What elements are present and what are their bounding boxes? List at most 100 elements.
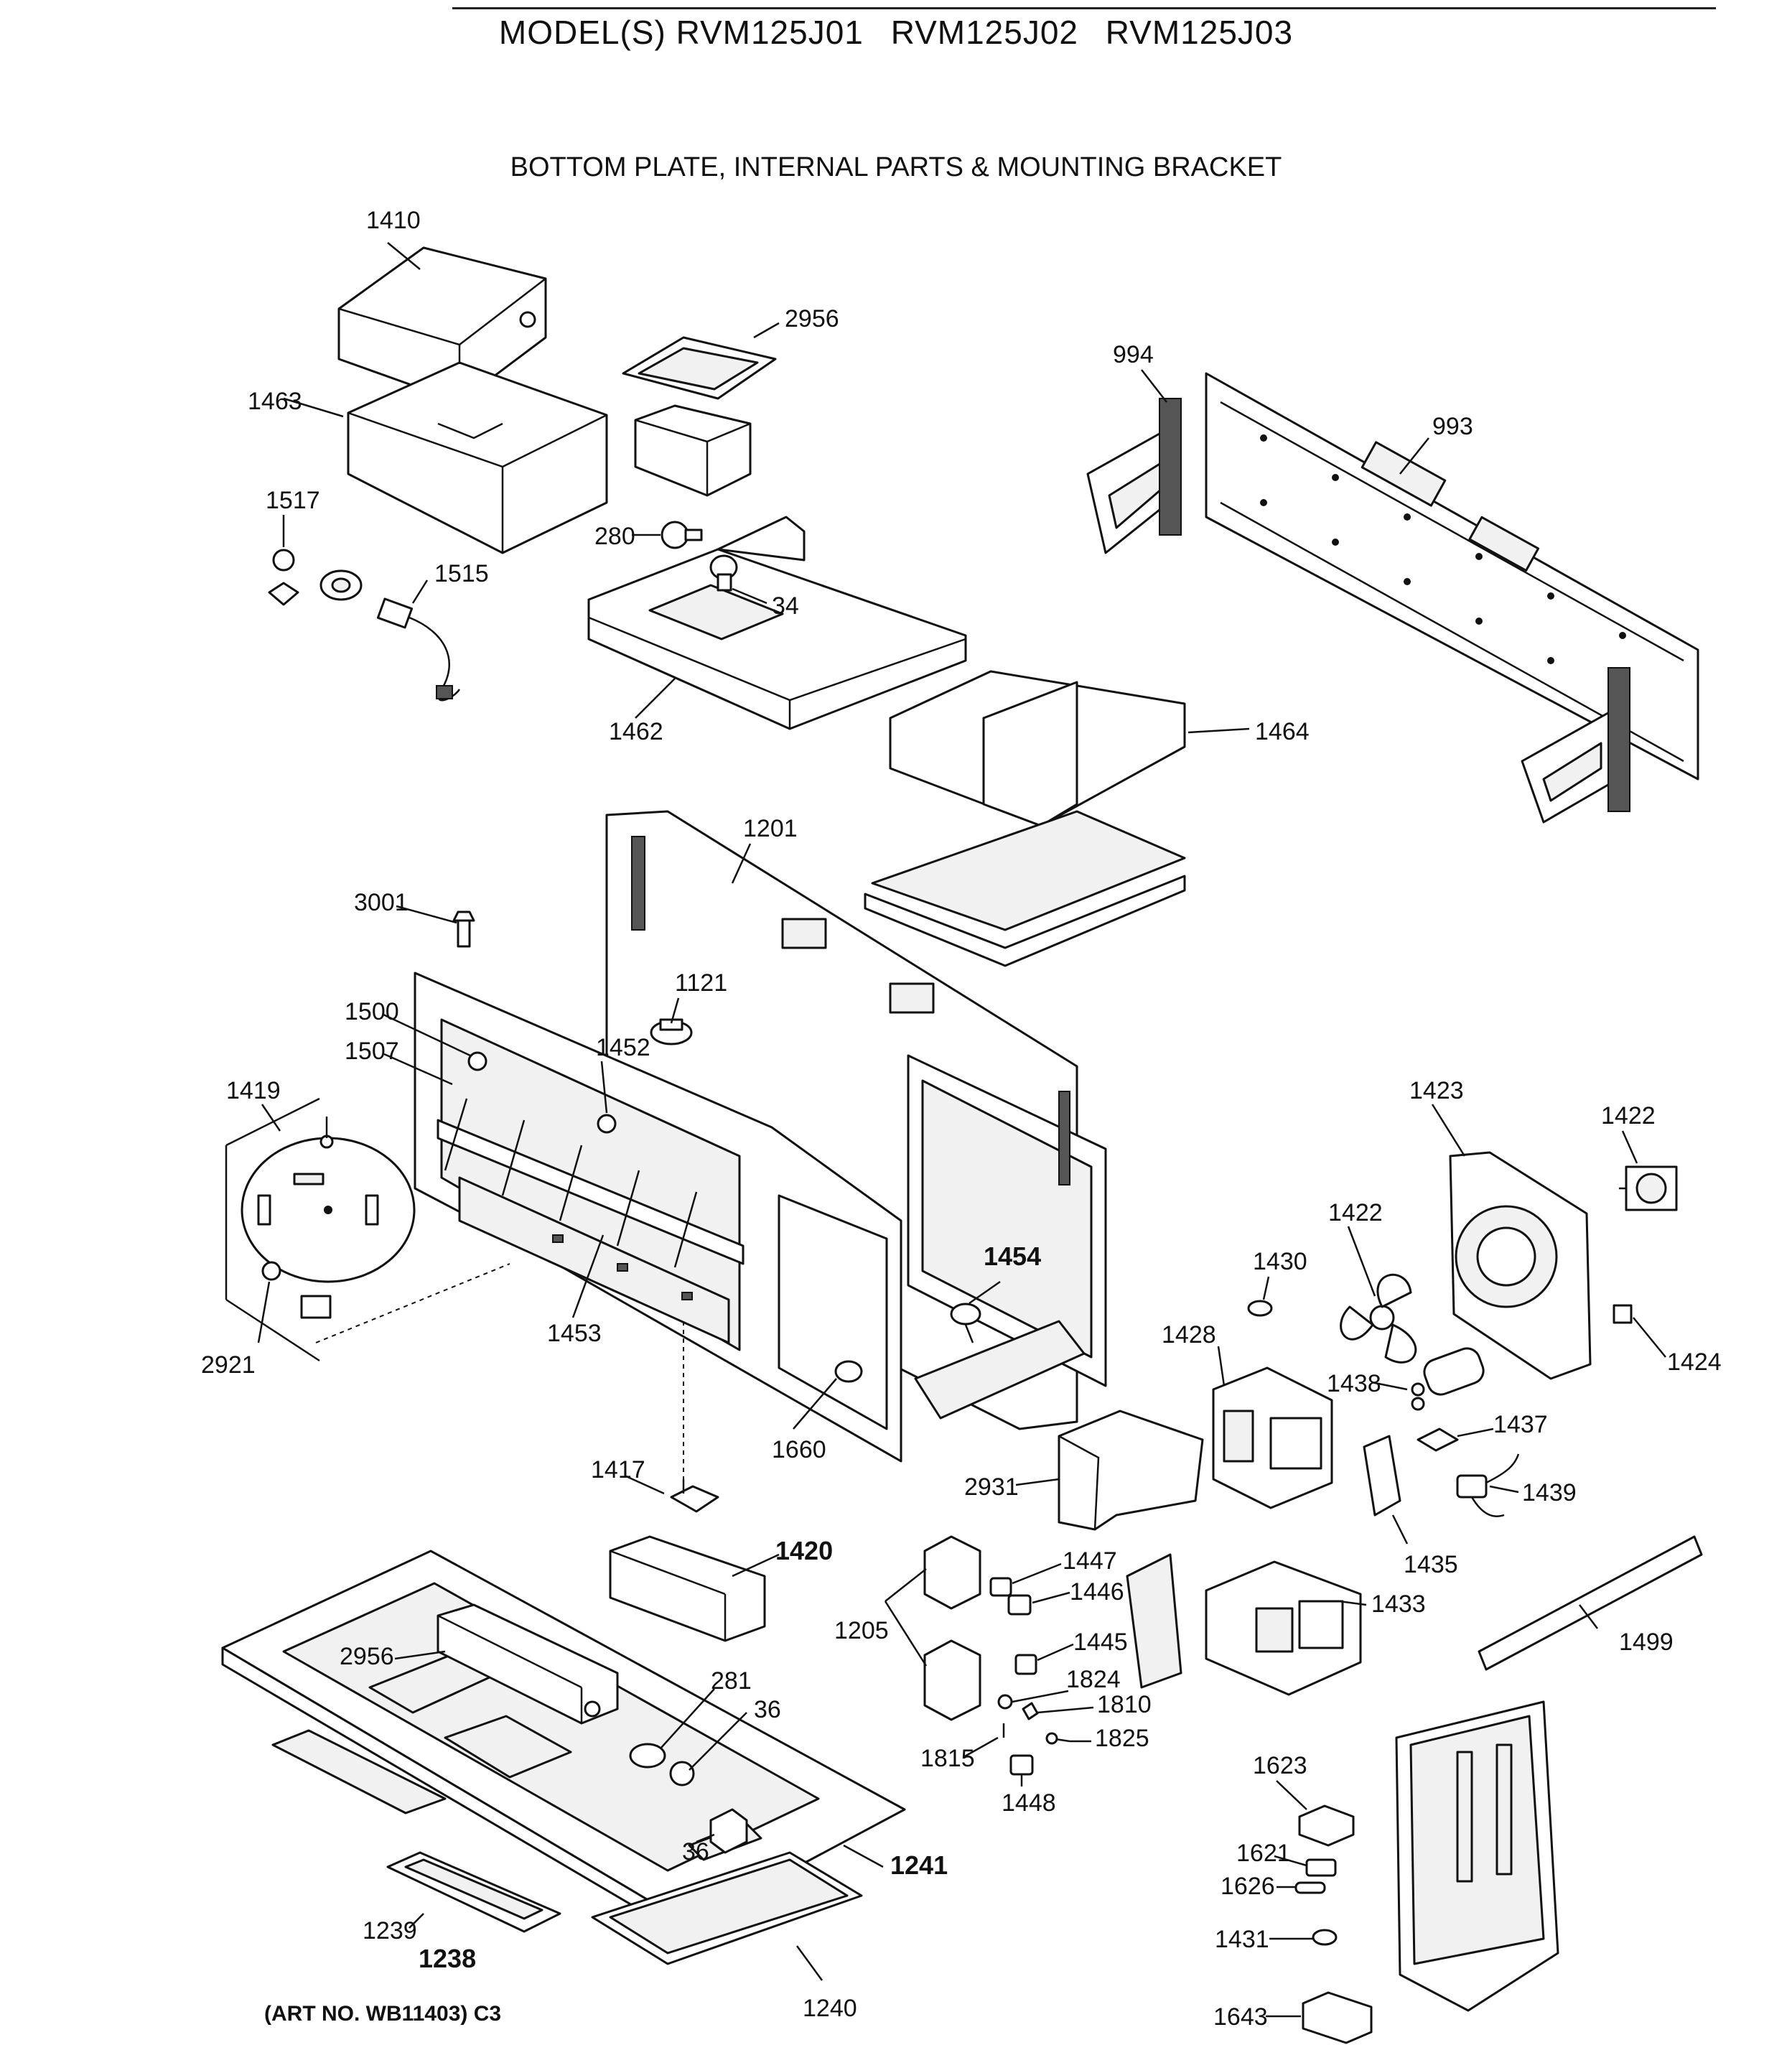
part-1431-connector bbox=[1312, 1929, 1338, 1946]
label-281: 281 bbox=[711, 1667, 752, 1695]
part-1626-fuse bbox=[1294, 1881, 1326, 1894]
label-1438: 1438 bbox=[1327, 1370, 1381, 1397]
part-3001-stud bbox=[452, 910, 475, 948]
part-1423-fan-shroud bbox=[1449, 1151, 1592, 1380]
part-1810-spring bbox=[1022, 1702, 1039, 1720]
part-1433-base-plate bbox=[1126, 1553, 1182, 1689]
part-1447-switch bbox=[989, 1577, 1012, 1597]
part-1424-switch bbox=[1613, 1304, 1633, 1324]
label-1824: 1824 bbox=[1066, 1666, 1121, 1693]
part-1452-shelf-guide bbox=[437, 1098, 745, 1268]
label-1437: 1437 bbox=[1493, 1411, 1548, 1438]
label-1430: 1430 bbox=[1253, 1248, 1307, 1275]
part-1435-cover bbox=[1363, 1435, 1401, 1517]
label-1643: 1643 bbox=[1213, 2003, 1268, 2031]
label-36-top: 36 bbox=[754, 1696, 781, 1723]
part-1428-magnetron bbox=[1212, 1366, 1333, 1509]
label-1417: 1417 bbox=[591, 1456, 645, 1483]
label-1448: 1448 bbox=[1002, 1789, 1056, 1817]
art-number: (ART NO. WB11403) C3 bbox=[264, 2002, 502, 2026]
model-title: MODEL(S) RVM125J01 RVM125J02 RVM125J03 bbox=[0, 13, 1792, 52]
part-2956-top-lid bbox=[622, 336, 777, 400]
label-1500: 1500 bbox=[345, 998, 399, 1025]
label-1515: 1515 bbox=[434, 560, 489, 587]
label-1239: 1239 bbox=[363, 1917, 417, 1944]
part-2931-air-guide bbox=[1058, 1410, 1204, 1531]
part-2956-bottom-box bbox=[437, 1603, 619, 1725]
label-1435: 1435 bbox=[1404, 1551, 1458, 1578]
part-1417-motor bbox=[670, 1321, 719, 1513]
label-2956-top: 2956 bbox=[785, 305, 839, 332]
part-1433-transformer bbox=[1205, 1560, 1362, 1696]
part-36-lamp-top bbox=[669, 1761, 695, 1787]
label-1815: 1815 bbox=[920, 1745, 975, 1772]
label-2921: 2921 bbox=[201, 1351, 256, 1379]
part-1621-fuse-holder bbox=[1305, 1858, 1337, 1877]
label-1660: 1660 bbox=[772, 1436, 826, 1463]
label-1419: 1419 bbox=[226, 1077, 281, 1104]
leader-lines bbox=[257, 242, 1666, 2018]
label-36-bottom: 36 bbox=[682, 1838, 709, 1865]
label-1445: 1445 bbox=[1073, 1629, 1128, 1656]
part-1643-noise-filter bbox=[1302, 1991, 1373, 2044]
part-1437-bracket bbox=[1417, 1427, 1459, 1452]
label-1454: 1454 bbox=[984, 1242, 1041, 1271]
part-side-panel bbox=[1395, 1700, 1559, 2012]
part-1500-latch bbox=[467, 1051, 487, 1071]
part-994-bracket-arm-left bbox=[1086, 398, 1182, 554]
part-1517-socket bbox=[268, 549, 363, 606]
label-1240: 1240 bbox=[803, 1995, 857, 2022]
part-1238-grille bbox=[386, 1851, 561, 1933]
part-1419-turntable-support bbox=[225, 1097, 510, 1362]
label-2931: 2931 bbox=[964, 1473, 1019, 1501]
label-1623: 1623 bbox=[1253, 1752, 1307, 1779]
part-1439-diode bbox=[1456, 1453, 1520, 1517]
part-1205-holder-lower bbox=[923, 1639, 981, 1721]
label-1422-fan: 1422 bbox=[1328, 1199, 1383, 1226]
part-1499-rail bbox=[1478, 1535, 1703, 1671]
part-1205-holder-upper bbox=[923, 1535, 981, 1610]
part-36-lamp-bottom bbox=[709, 1808, 748, 1854]
label-1621: 1621 bbox=[1236, 1840, 1291, 1867]
part-1430-thermal-cutout bbox=[1247, 1300, 1273, 1317]
label-1431: 1431 bbox=[1215, 1926, 1269, 1953]
label-1422-motor: 1422 bbox=[1601, 1102, 1656, 1129]
part-1454-sensor bbox=[950, 1303, 981, 1343]
part-1464-duct bbox=[864, 670, 1186, 967]
label-1463: 1463 bbox=[248, 388, 302, 415]
part-1422-fan-motor bbox=[1619, 1165, 1678, 1211]
label-34: 34 bbox=[772, 592, 799, 620]
part-2956-top-box bbox=[634, 404, 752, 497]
label-1464: 1464 bbox=[1255, 718, 1310, 745]
label-1453: 1453 bbox=[547, 1320, 602, 1347]
label-1499: 1499 bbox=[1619, 1629, 1674, 1656]
label-1825: 1825 bbox=[1095, 1725, 1149, 1752]
label-1446: 1446 bbox=[1070, 1578, 1124, 1606]
part-281-socket bbox=[629, 1743, 666, 1769]
label-1433: 1433 bbox=[1371, 1590, 1426, 1618]
label-1423: 1423 bbox=[1409, 1077, 1464, 1104]
part-1463-box bbox=[347, 361, 608, 554]
part-1420-box bbox=[609, 1535, 766, 1642]
part-280-lamp bbox=[661, 521, 703, 549]
label-1201: 1201 bbox=[743, 815, 798, 842]
label-1420: 1420 bbox=[775, 1536, 833, 1565]
label-2956-bottom: 2956 bbox=[340, 1643, 394, 1670]
label-1517: 1517 bbox=[266, 487, 320, 514]
label-993: 993 bbox=[1432, 413, 1473, 440]
part-1515-harness bbox=[376, 597, 461, 702]
part-1438-capacitor bbox=[1411, 1347, 1485, 1411]
label-1238: 1238 bbox=[419, 1944, 476, 1973]
part-994-bracket-arm-right bbox=[1521, 667, 1630, 824]
label-280: 280 bbox=[594, 523, 635, 550]
label-1810: 1810 bbox=[1097, 1691, 1152, 1718]
header-rule bbox=[452, 7, 1716, 9]
label-1428: 1428 bbox=[1162, 1321, 1216, 1348]
label-1424: 1424 bbox=[1667, 1348, 1722, 1376]
part-34-socket bbox=[709, 554, 738, 592]
part-1462-tray bbox=[587, 516, 967, 730]
part-1446-switch bbox=[1007, 1594, 1032, 1616]
label-1447: 1447 bbox=[1063, 1547, 1117, 1575]
part-1121-thermostat bbox=[650, 1018, 693, 1045]
part-1623-relay bbox=[1298, 1804, 1355, 1847]
